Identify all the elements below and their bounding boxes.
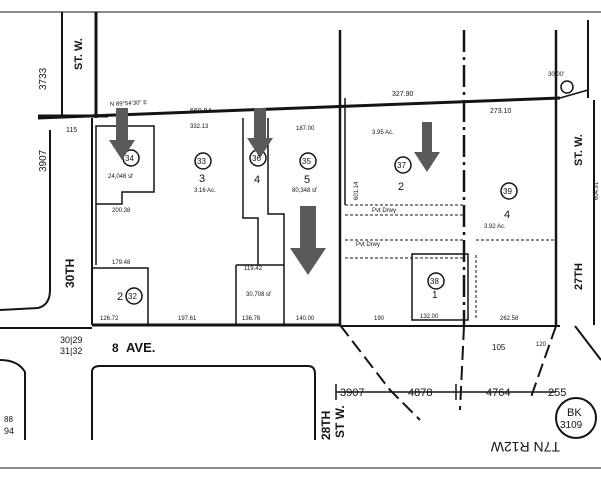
book-circle	[555, 397, 597, 439]
ref-4878: 4878	[408, 387, 432, 399]
lot-2-left: 2	[117, 291, 123, 303]
lot-5: 5	[304, 174, 310, 186]
arrow-parcel-35	[290, 206, 326, 275]
parcel-circle-33	[194, 152, 212, 170]
27th-label: 27TH	[573, 263, 585, 290]
avenue-south-west-curve	[0, 359, 26, 440]
dim-660: 660.84	[190, 108, 212, 115]
lot-4-right: 4	[504, 209, 510, 221]
st-w-top-right: ST. W.	[573, 134, 585, 166]
parcel4-note: 3.92 Ac.	[484, 224, 506, 230]
ref-94: 94	[4, 426, 14, 436]
lot-4-west	[242, 118, 259, 265]
ref-3733: 3733	[38, 67, 49, 90]
dim-120: 120	[536, 342, 547, 348]
parcel-33-num: 33	[197, 157, 206, 166]
area-34: 24,046 sf	[108, 174, 133, 180]
dim-30ft: 30.00'	[548, 72, 564, 78]
dim-262: 262.58	[500, 316, 519, 322]
parcel-32-outline	[92, 267, 149, 325]
avenue-numeral: 8	[112, 341, 119, 355]
dim-200: 200.38	[112, 208, 131, 214]
pvt-drwy-2: Pvt Drwy	[356, 242, 380, 248]
corner-circle	[560, 80, 574, 94]
27th-corner	[559, 89, 589, 99]
parcel2-note: 3.95 Ac.	[372, 130, 394, 136]
area-5: 80,348 sf	[292, 188, 317, 194]
avenue-south-block	[91, 365, 316, 440]
book-number: 3109	[560, 420, 583, 431]
ref-255: 255	[548, 387, 566, 399]
parcel-34-num: 34	[125, 154, 134, 163]
right-vert: 604.91	[594, 181, 600, 200]
dim-197: 197.61	[178, 316, 197, 322]
dim-126: 126.72	[100, 316, 119, 322]
pvt-drwy-1: Pvt Drwy	[372, 208, 396, 214]
parcel-32-num: 32	[128, 292, 137, 301]
dim-179: 179.48	[112, 260, 131, 266]
dim-190: 190	[374, 316, 385, 322]
parcel-circle-38	[427, 272, 445, 290]
lot-1: 1	[432, 290, 438, 301]
arrow-parcel-34	[109, 108, 135, 160]
avenue-label: AVE.	[126, 340, 155, 355]
lot-3: 3	[199, 173, 205, 185]
parcel-circles	[122, 80, 597, 439]
map-text: ST. W. ST. W. 30TH 27TH 28TH ST W. 8 AVE…	[4, 38, 600, 455]
parcel-38-num: 38	[430, 277, 439, 286]
dim-601: 601.14	[354, 181, 360, 200]
diagonal-line-east	[574, 325, 601, 361]
bottom-text: T7N R12W	[490, 439, 560, 455]
30th-west-line	[0, 130, 51, 311]
dim-105: 105	[492, 343, 506, 352]
ref-88: 88	[4, 415, 13, 424]
parcel-circle-37	[394, 156, 412, 174]
ref-3020: 30|29	[60, 335, 82, 345]
dim-327: 327.90	[392, 91, 414, 98]
parcel-39-num: 39	[503, 187, 512, 196]
parcel-1-box	[411, 253, 469, 321]
highlight-arrows	[109, 108, 440, 275]
parcel-36-num: 36	[252, 154, 261, 163]
dim-273: 273.10	[490, 108, 512, 115]
lot-4-east	[267, 118, 285, 325]
parcel-37-num: 37	[397, 161, 406, 170]
dim-angle: N 89°54'30" E	[110, 100, 148, 108]
parcel-circle-32	[125, 287, 143, 305]
ref-3907-bottom: 3907	[340, 387, 364, 399]
28th-label: 28TH	[319, 411, 333, 440]
28th-stw-label: ST W.	[333, 405, 347, 438]
dim-136: 136.76	[242, 316, 261, 322]
area-3: 3.16 Ac.	[194, 188, 216, 194]
ref-3907-left: 3907	[38, 149, 49, 172]
dim-187: 187.00	[296, 126, 315, 132]
dim-140: 140.00	[296, 316, 315, 322]
diagonal-line-left	[339, 324, 421, 421]
ref-4764: 4764	[486, 387, 510, 399]
dim-115: 115	[66, 127, 77, 134]
book-label: BK	[567, 407, 582, 419]
st-w-top-left: ST. W.	[73, 38, 85, 70]
area-bottom: 30,708 sf	[246, 292, 271, 298]
dim-119: 119.42	[244, 266, 263, 272]
arrow-parcel-36	[247, 108, 273, 158]
parcel-circle-39	[500, 182, 518, 200]
diagonal-line-right	[529, 325, 557, 401]
diagonal-line-mid	[459, 325, 465, 411]
ref-3132: 31|32	[60, 346, 82, 356]
arrow-parcel-37	[414, 122, 440, 172]
lot-2-right: 2	[398, 181, 404, 193]
lot-4: 4	[254, 174, 260, 186]
parcel-circle-35	[299, 152, 317, 170]
parcel-35-num: 35	[302, 157, 311, 166]
dim-132: 132.00	[420, 314, 439, 320]
dim-332: 332.13	[190, 124, 209, 130]
30th-label: 30TH	[63, 259, 77, 288]
